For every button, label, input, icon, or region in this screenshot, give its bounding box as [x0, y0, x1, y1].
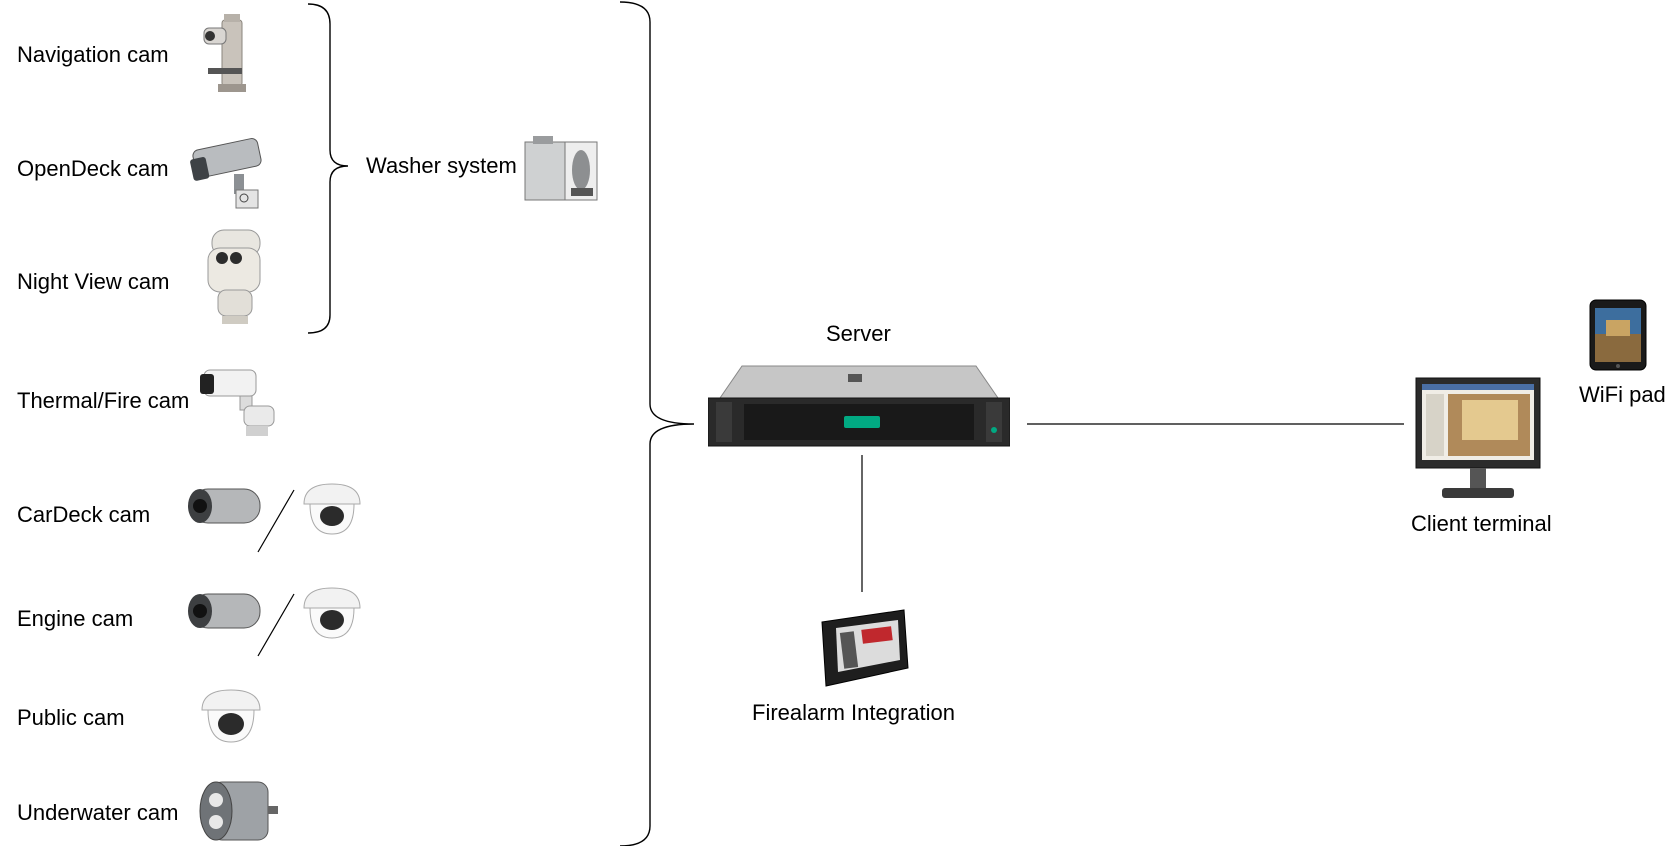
- washer-system-icon: [524, 136, 598, 201]
- firealarm-panel-icon: [821, 609, 909, 687]
- nightview-cam-label: Night View cam: [17, 269, 170, 294]
- wifi-pad-label: WiFi pad: [1579, 382, 1666, 407]
- firealarm-label: Firealarm Integration: [752, 700, 955, 725]
- cardeck-dome-cam-icon: [303, 483, 361, 535]
- server-icon: [708, 365, 1010, 447]
- thermal-cam-label: Thermal/Fire cam: [17, 388, 190, 413]
- public-cam-label: Public cam: [17, 705, 125, 730]
- engine-dome-cam-icon: [303, 587, 361, 639]
- public-cam-icon: [201, 689, 261, 743]
- opendeck-cam-icon: [190, 138, 262, 209]
- navigation-cam-label: Navigation cam: [17, 42, 169, 67]
- underwater-cam-label: Underwater cam: [17, 800, 179, 825]
- opendeck-cam-label: OpenDeck cam: [17, 156, 169, 181]
- underwater-cam-icon: [199, 781, 278, 841]
- cardeck-bullet-cam-icon: [188, 488, 261, 524]
- cardeck-slash: [257, 489, 295, 553]
- client-terminal-icon: [1415, 377, 1541, 498]
- engine-bullet-cam-icon: [188, 593, 261, 629]
- thermal-cam-icon: [200, 369, 275, 436]
- client-terminal-label: Client terminal: [1411, 511, 1552, 536]
- server-label: Server: [826, 321, 891, 346]
- wifi-pad-icon: [1589, 299, 1647, 371]
- engine-slash: [257, 593, 295, 657]
- cameras-brace: [619, 1, 695, 846]
- cardeck-cam-label: CarDeck cam: [17, 502, 151, 527]
- engine-cam-label: Engine cam: [17, 606, 134, 631]
- nightview-cam-icon: [207, 229, 261, 324]
- navigation-cam-icon: [203, 14, 246, 92]
- washer-brace: [307, 3, 349, 334]
- washer-system-label: Washer system: [366, 153, 517, 178]
